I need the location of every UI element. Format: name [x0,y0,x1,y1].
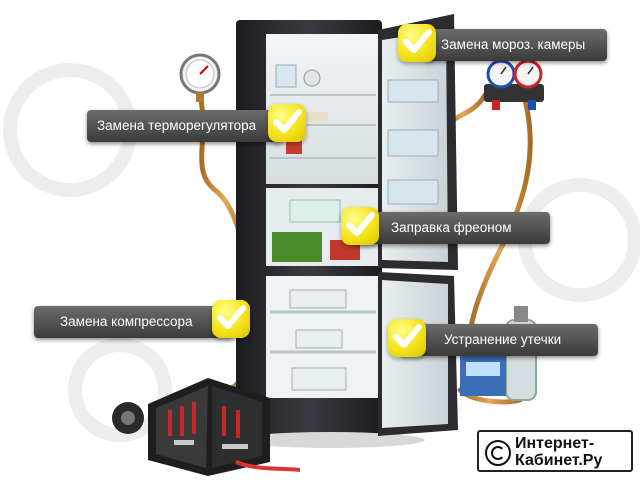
watermark-line-1: Интернет- [515,435,595,452]
label-compressor-replacement-text: Замена компрессора [60,314,193,329]
label-freezer-replacement-text: Замена мороз. камеры [441,37,586,52]
checkmark-icon [212,300,250,338]
label-leak-repair: Устранение утечки [400,324,598,356]
manifold-gauges [484,59,544,110]
site-watermark: Интернет- Кабинет.Ру [477,430,633,472]
tool-case [112,378,301,476]
checkmark-icon [341,207,379,245]
label-freezer-replacement: Замена мороз. камеры [425,29,607,61]
label-leak-repair-text: Устранение утечки [444,332,562,347]
label-freon-refill-text: Заправка фреоном [391,220,512,235]
watermark-line-2: Кабинет.Ру [515,452,603,469]
pressure-gauge [179,53,221,102]
label-freon-refill: Заправка фреоном [355,212,550,244]
site-logo-icon [485,440,511,466]
checkmark-icon [388,319,426,357]
label-compressor-replacement: Замена компрессора [34,306,234,338]
checkmark-icon [398,24,436,62]
label-thermostat-replacement: Замена терморегулятора [87,110,283,142]
checkmark-icon [268,104,306,142]
label-thermostat-replacement-text: Замена терморегулятора [97,118,257,133]
upper-door [378,14,458,270]
